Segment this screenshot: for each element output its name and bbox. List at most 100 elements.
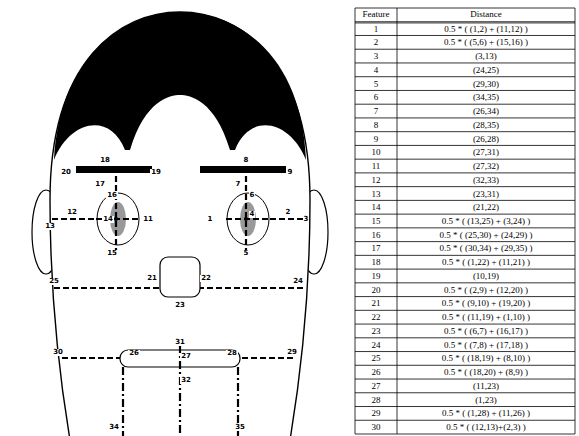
table-cell: (10,19) [473, 272, 499, 281]
table-rule [575, 8, 576, 434]
callout-number: 6 [249, 192, 256, 199]
table-rule [355, 200, 575, 201]
table-rule [355, 255, 575, 256]
table-rule [355, 310, 575, 311]
table-cell: (23,31) [473, 190, 499, 199]
callout-number: 14 [102, 216, 114, 223]
table-rule [355, 117, 575, 118]
table-cell: (27,32) [473, 162, 499, 171]
table-cell: (26,34) [473, 107, 499, 116]
table-cell: 25 [372, 354, 381, 363]
callout-number: 8 [243, 157, 250, 164]
table-cell: (3,13) [475, 52, 497, 61]
callout-number: 13 [44, 223, 56, 230]
callout-number: 34 [108, 424, 120, 431]
table-cell: 0.5 * ( (30,34) + (29,35) ) [440, 244, 533, 253]
callout-number: 28 [226, 350, 238, 357]
callout-number: 7 [235, 181, 242, 188]
table-rule [355, 159, 575, 160]
table-cell: 20 [372, 286, 381, 295]
table-cell: (24,25) [473, 66, 499, 75]
table-cell: 8 [374, 121, 379, 130]
table-rule [355, 365, 575, 366]
callout-number: 1 [207, 216, 214, 223]
table-cell: (34,35) [473, 93, 499, 102]
table-cell: 0.5 * ( (1,2) + (11,12) ) [444, 25, 527, 34]
table-rule [355, 131, 575, 132]
table-cell: 0.5 * ( (9,10) + (19,20) ) [442, 299, 530, 308]
table-rule [355, 8, 575, 9]
callout-number: 16 [106, 192, 118, 199]
table-cell: 0.5 * ( (1,22) + (11,21) ) [442, 258, 530, 267]
table-rule [355, 145, 575, 146]
table-cell: (32,33) [473, 176, 499, 185]
table-header: Distance [470, 10, 502, 19]
callout-number: 22 [200, 275, 212, 282]
table-cell: 27 [372, 382, 381, 391]
table-cell: (21,22) [473, 203, 499, 212]
table-cell: 0.5 * ( (18,20) + (8,9) ) [444, 368, 528, 377]
table-cell: 0.5 * ( (12,13)+(2,3) ) [446, 423, 525, 432]
table-cell: 0.5 * ( (13,25) + (3,24) ) [442, 217, 530, 226]
table-cell: 26 [372, 368, 381, 377]
table-rule [355, 8, 356, 434]
callout-number: 35 [234, 424, 246, 431]
table-cell: 29 [372, 409, 381, 418]
callout-number: 19 [150, 169, 162, 176]
callout-number: 21 [146, 275, 158, 282]
table-cell: 18 [372, 258, 381, 267]
table-rule [355, 22, 575, 23]
callout-number: 29 [286, 349, 298, 356]
table-cell: (28,35) [473, 121, 499, 130]
table-cell: (27,31) [473, 148, 499, 157]
callout-number: 24 [292, 278, 304, 285]
table-cell: 0.5 * ( (7,8) + (17,18) ) [444, 341, 528, 350]
table-rule [355, 76, 575, 77]
table-rule [355, 282, 575, 283]
table-rule [397, 8, 398, 434]
table-rule [355, 269, 575, 270]
table-rule [355, 214, 575, 215]
callout-number: 15 [106, 250, 118, 257]
callout-number: 2 [285, 209, 292, 216]
callout-number: 11 [142, 216, 154, 223]
table-cell: 3 [374, 52, 379, 61]
table-cell: 30 [372, 423, 381, 432]
table-cell: 19 [372, 272, 381, 281]
table-cell: 10 [372, 148, 381, 157]
callout-number: 20 [60, 169, 72, 176]
table-rule [355, 62, 575, 63]
callout-number: 31 [174, 339, 186, 346]
table-rule [355, 324, 575, 325]
table-cell: 12 [372, 176, 381, 185]
table-cell: 1 [374, 25, 379, 34]
table-rule [355, 434, 575, 435]
table-cell: 0.5 * ( (11,19) + (1,10) ) [442, 313, 530, 322]
table-rule [355, 172, 575, 173]
callout-number: 27 [180, 353, 192, 360]
table-cell: 16 [372, 231, 381, 240]
table-rule [355, 337, 575, 338]
table-rule [355, 406, 575, 407]
table-cell: 0.5 * ( (25,30) + (24,29) ) [440, 231, 533, 240]
table-cell: 0.5 * ( (6,7) + (16,17) ) [444, 327, 528, 336]
callout-number: 17 [94, 181, 106, 188]
table-rule [355, 35, 575, 36]
table-rule [355, 186, 575, 187]
table-cell: 13 [372, 190, 381, 199]
callout-number: 4 [249, 211, 256, 218]
callout-number: 30 [52, 349, 64, 356]
table-cell: 22 [372, 313, 381, 322]
table-rule [355, 104, 575, 105]
table-rule [355, 420, 575, 421]
table-rule [355, 90, 575, 91]
table-rule [355, 296, 575, 297]
callout-number: 5 [243, 250, 250, 257]
table-cell: (11,23) [473, 382, 499, 391]
table-cell: (29,30) [473, 80, 499, 89]
callout-number: 3 [303, 216, 310, 223]
table-rule [355, 379, 575, 380]
table-cell: 2 [374, 38, 379, 47]
table-rule [355, 227, 575, 228]
table-cell: 17 [372, 244, 381, 253]
